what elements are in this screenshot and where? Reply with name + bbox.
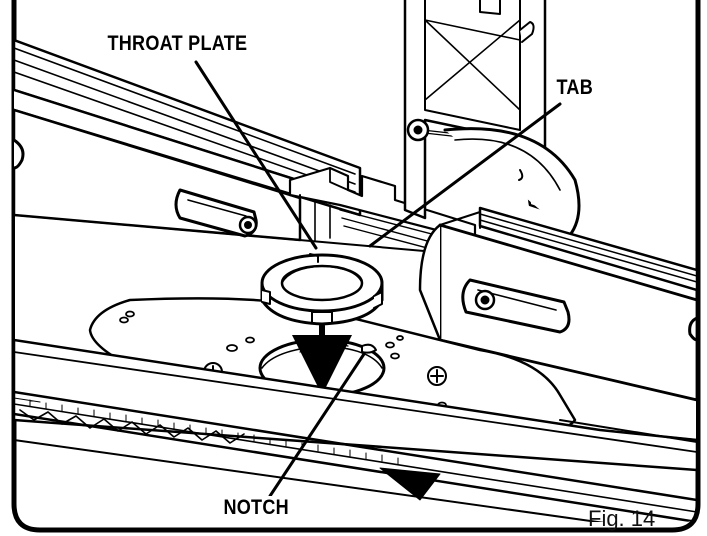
figure-border — [11, 0, 701, 533]
notch-leader — [268, 352, 366, 498]
left-fence — [14, 38, 362, 242]
throat-plate-leader — [194, 60, 318, 250]
throat-plate-ring — [260, 253, 384, 326]
right-rail-ridge — [559, 419, 697, 443]
scale-pointer — [379, 467, 441, 501]
notch-label: NOTCH — [220, 496, 293, 520]
measuring-scale — [14, 397, 399, 465]
guard-bracket — [403, 0, 581, 237]
tab-leader — [368, 102, 562, 248]
right-fence — [418, 206, 697, 402]
t-slot-profile — [288, 166, 477, 259]
tab-label: TAB — [553, 76, 597, 100]
throat-plate-label: THROAT PLATE — [104, 32, 251, 56]
miter-rail — [14, 338, 697, 536]
figure-number: Fig. 14 — [588, 506, 656, 531]
